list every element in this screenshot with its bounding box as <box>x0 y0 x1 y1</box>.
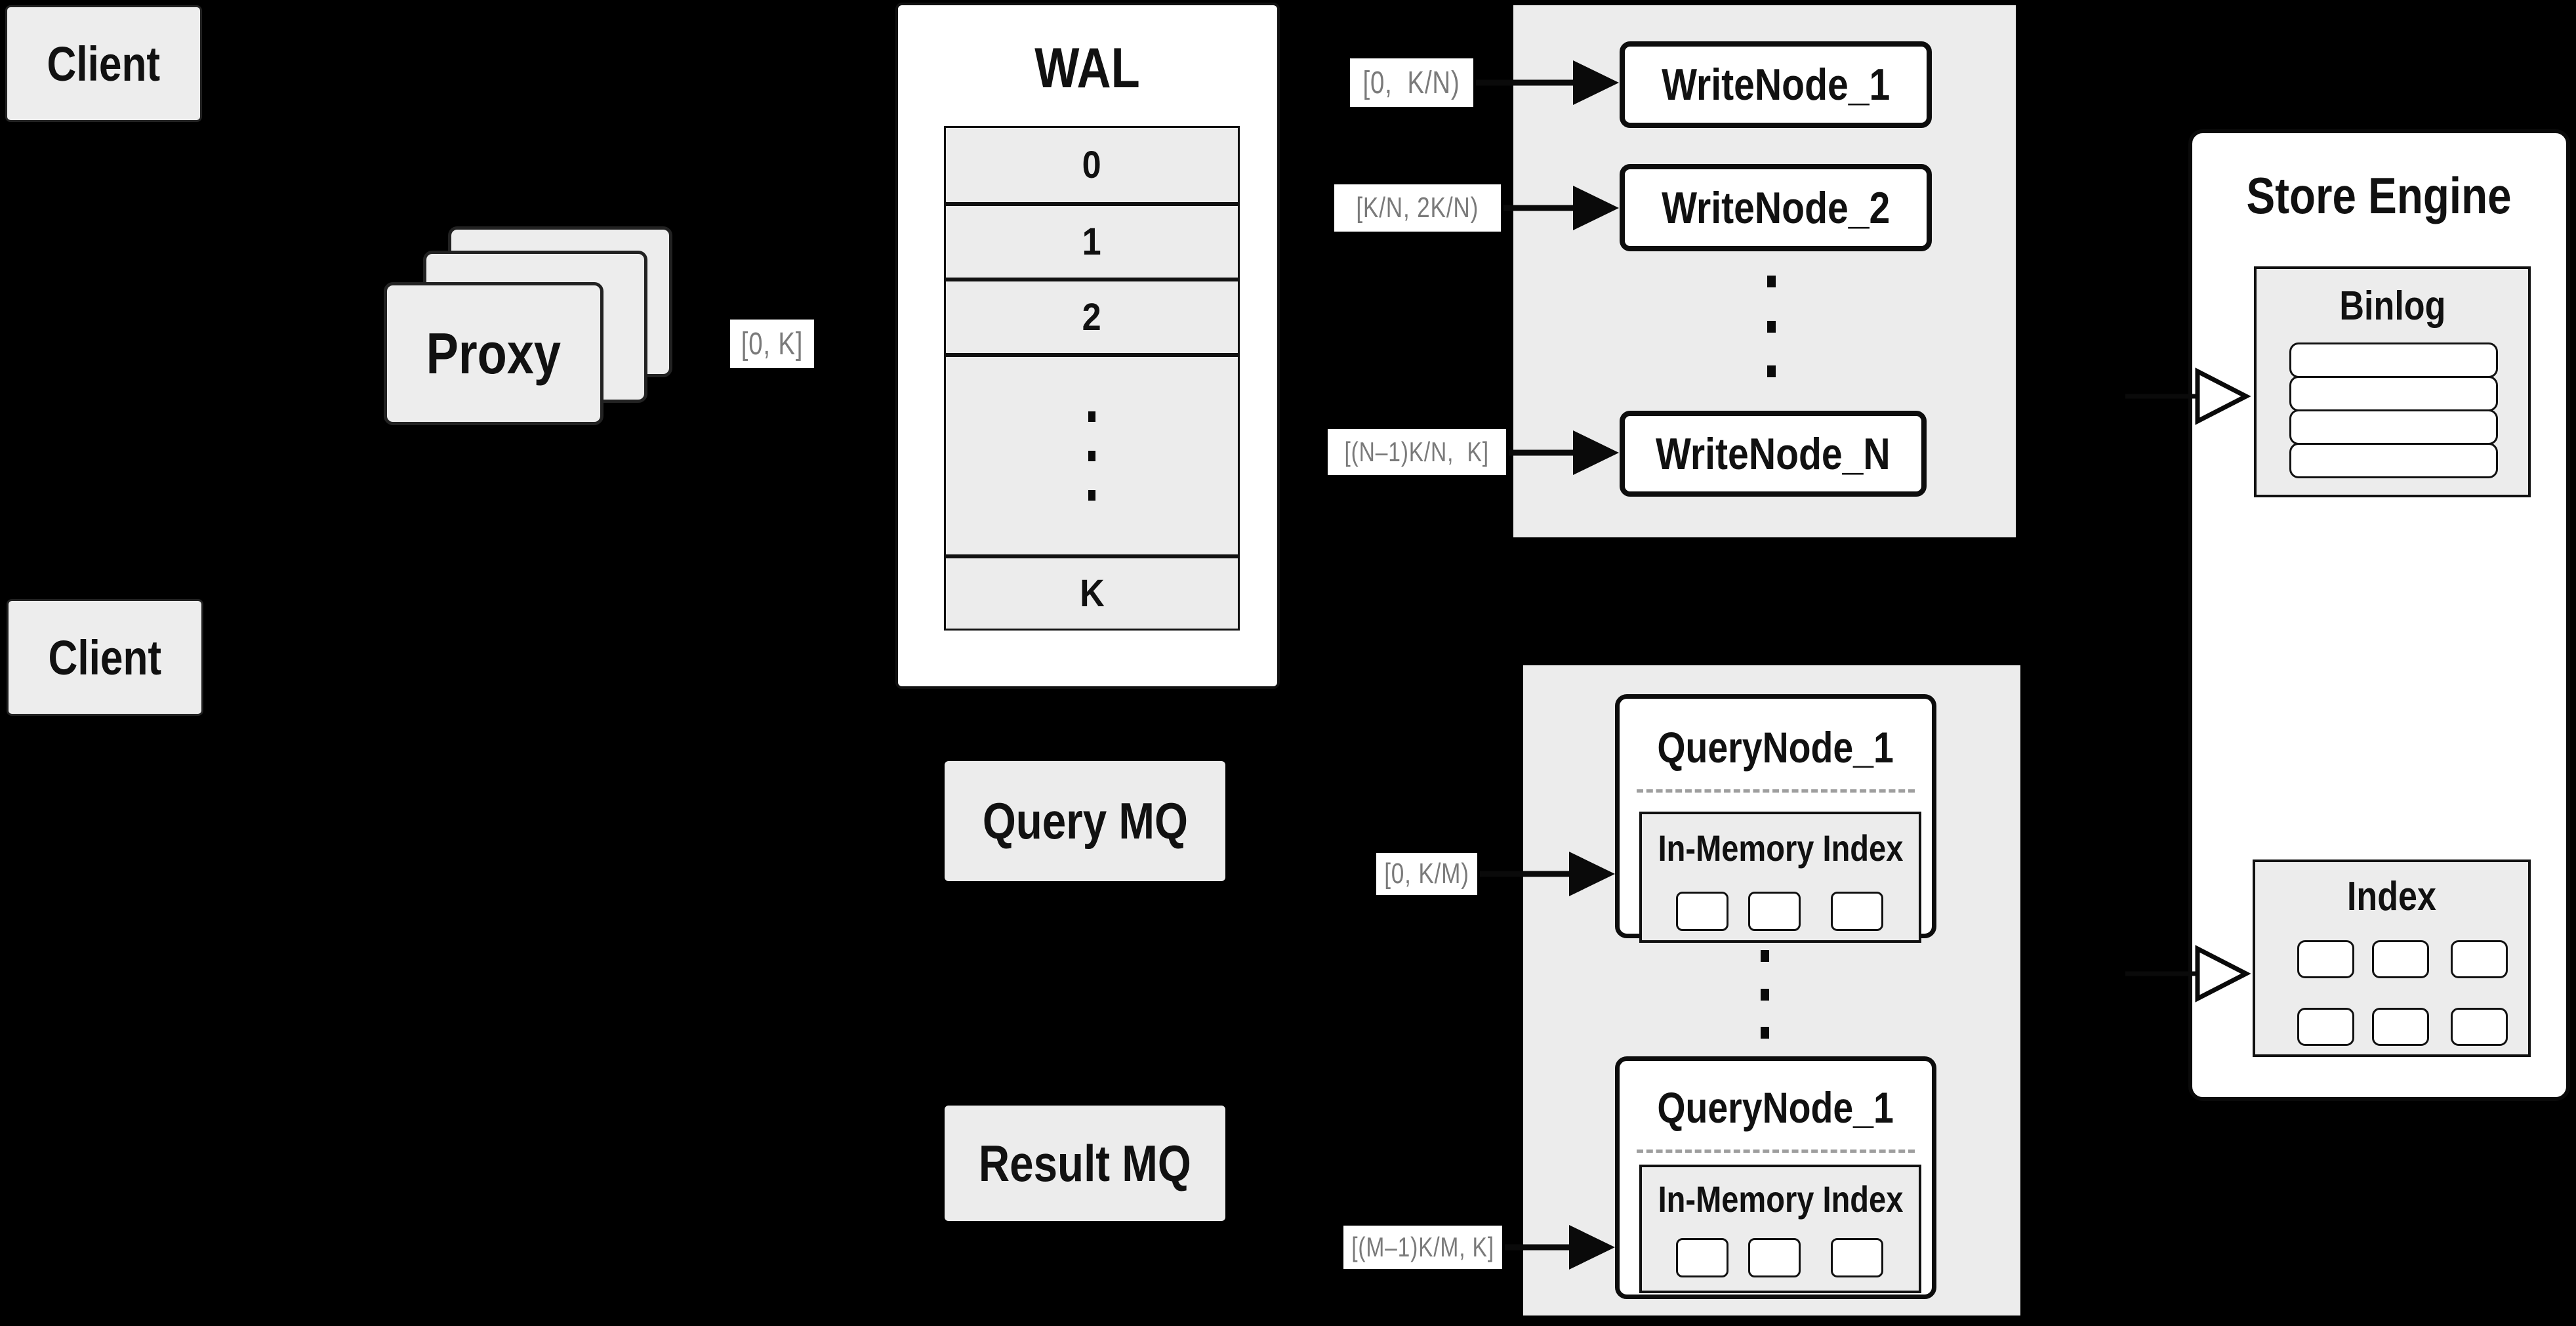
wal-segment-2: 2 <box>944 280 1240 355</box>
writenode-2-box: WriteNode_2 <box>1620 164 1932 251</box>
in-memory-index-box: In-Memory Index <box>1639 1165 1921 1293</box>
ellipsis-dot <box>1088 450 1095 461</box>
ellipsis-dot <box>1767 365 1776 377</box>
binlog-row <box>2289 376 2498 411</box>
ellipsis-dot <box>1761 950 1769 962</box>
index-segment-cell <box>1676 1238 1728 1277</box>
index-cell <box>2297 940 2354 978</box>
client-box-top: Client <box>5 5 202 122</box>
ellipsis-dot <box>1761 988 1769 1001</box>
client-box-bottom: Client <box>7 599 203 716</box>
index-segment-cell <box>1831 892 1883 931</box>
range-chip-querynode-bottom: [(M–1)K/M, K] <box>1343 1226 1502 1269</box>
wal-segment-ellipsis <box>944 355 1240 556</box>
index-box: Index <box>2253 860 2531 1057</box>
ellipsis-dot <box>1088 489 1095 501</box>
client-label: Client <box>48 630 162 685</box>
divider-dashed <box>1637 789 1915 793</box>
index-cell <box>2297 1008 2354 1046</box>
range-chip-writenode-n: [(N–1)K/N, K] <box>1328 429 1506 475</box>
index-cell <box>2451 1008 2508 1046</box>
index-title: Index <box>2346 873 2437 919</box>
wal-segment-0: 0 <box>944 126 1240 204</box>
wal-segment-k: K <box>944 556 1240 631</box>
binlog-title: Binlog <box>2339 283 2445 329</box>
index-cell <box>2372 1008 2429 1046</box>
query-mq-box: Query MQ <box>945 761 1225 881</box>
binlog-row <box>2289 342 2498 378</box>
divider-dashed <box>1637 1150 1915 1153</box>
client-label: Client <box>47 36 161 91</box>
querynode-title: QueryNode_1 <box>1657 723 1894 772</box>
range-chip-writenode-2: [K/N, 2K/N) <box>1334 184 1501 232</box>
in-memory-index-title: In-Memory Index <box>1658 1178 1903 1220</box>
querynode-title: QueryNode_1 <box>1657 1083 1894 1132</box>
index-segment-cell <box>1676 892 1728 931</box>
index-segment-cell <box>1748 1238 1801 1277</box>
wal-title: WAL <box>1034 36 1141 100</box>
index-cell <box>2451 940 2508 978</box>
in-memory-index-title: In-Memory Index <box>1658 827 1903 869</box>
index-cell <box>2372 940 2429 978</box>
range-chip-proxy: [0, K] <box>730 320 814 368</box>
querynode-top-box: QueryNode_1 In-Memory Index <box>1615 694 1936 943</box>
range-chip-writenode-1: [0, K/N) <box>1350 58 1473 107</box>
ellipsis-dot <box>1767 320 1776 333</box>
ellipsis-dot <box>1761 1027 1769 1039</box>
ellipsis-dot <box>1767 276 1776 287</box>
wal-segment-1: 1 <box>944 204 1240 280</box>
binlog-row <box>2289 409 2498 445</box>
binlog-row <box>2289 443 2498 478</box>
wal-box: WAL 0 1 2 K <box>895 3 1280 689</box>
range-chip-querynode-top: [0, K/M) <box>1376 853 1477 895</box>
in-memory-index-box: In-Memory Index <box>1639 812 1921 943</box>
store-engine-title: Store Engine <box>2246 166 2512 224</box>
writenode-n-box: WriteNode_N <box>1620 411 1927 497</box>
querynode-ellipsis <box>1761 950 1769 1039</box>
querynode-bottom-box: QueryNode_1 In-Memory Index <box>1615 1056 1936 1299</box>
writenode-ellipsis <box>1767 276 1776 377</box>
result-mq-box: Result MQ <box>945 1106 1225 1221</box>
proxy-box: Proxy <box>384 282 603 425</box>
store-engine-box: Store Engine Binlog Index <box>2188 129 2570 1101</box>
binlog-box: Binlog <box>2254 266 2531 497</box>
index-segment-cell <box>1748 892 1801 931</box>
proxy-label: Proxy <box>426 321 562 386</box>
index-segment-cell <box>1831 1238 1883 1277</box>
ellipsis-dot <box>1088 411 1095 422</box>
writenode-1-box: WriteNode_1 <box>1620 41 1932 128</box>
